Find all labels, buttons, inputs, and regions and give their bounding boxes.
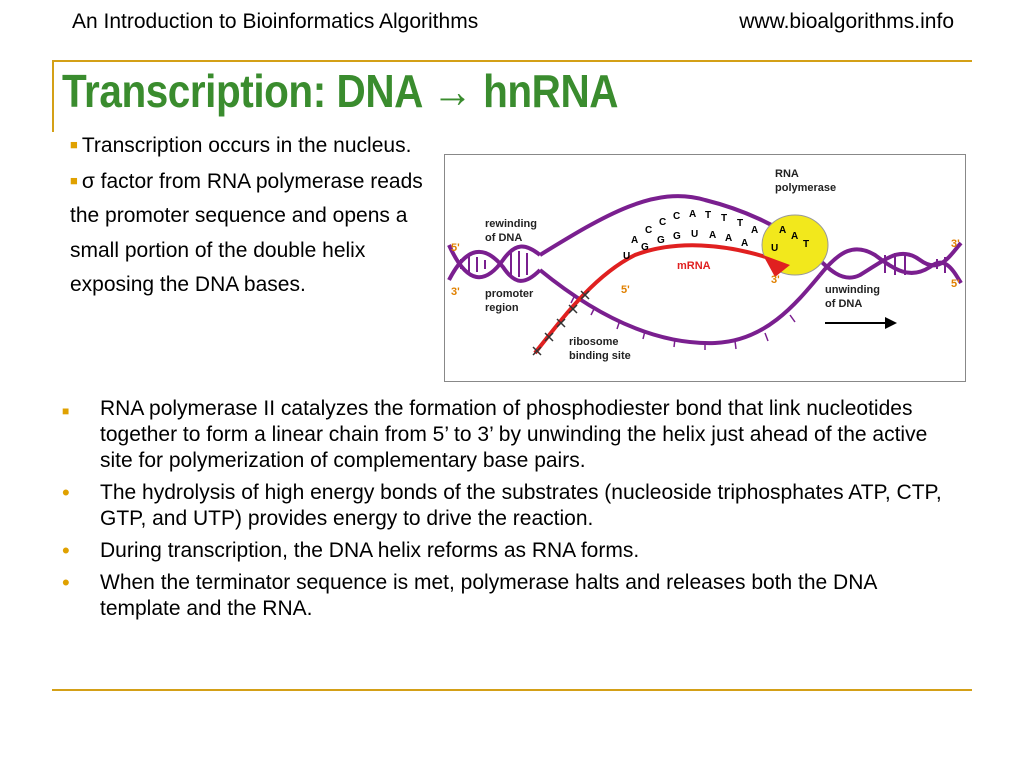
top-divider: [52, 60, 972, 62]
square-bullet-marker: ■: [62, 404, 70, 418]
base-poly-3: U: [771, 243, 778, 254]
top-bases: A C C C A T T T A: [631, 209, 758, 246]
base-mid-4: U: [691, 229, 698, 240]
rna-polymerase-blob: [761, 214, 829, 276]
label-three-prime-left: 3': [451, 286, 460, 298]
main-bullet-list: ■ RNA polymerase II catalyzes the formati…: [62, 396, 962, 628]
main-bullet-4-text: When the terminator sequence is met, pol…: [100, 571, 877, 620]
base-poly-0: A: [779, 225, 786, 236]
base-top-3: C: [673, 211, 680, 222]
label-rna-polymerase-1: RNA: [775, 168, 799, 180]
label-rewinding-1: rewinding: [485, 218, 537, 230]
main-bullet-1-text: RNA polymerase II catalyzes the formatio…: [100, 397, 928, 472]
label-ribosome-2: binding site: [569, 350, 631, 362]
right-helix-rungs: [884, 253, 946, 275]
main-bullet-2-text: The hydrolysis of high energy bonds of t…: [100, 481, 942, 530]
dot-bullet-marker: •: [62, 538, 70, 563]
dot-bullet-marker: •: [62, 570, 70, 595]
direction-arrowhead: [885, 317, 897, 329]
right-helix-strand-b: [818, 247, 963, 285]
label-ribosome-1: ribosome: [569, 336, 619, 348]
base-top-8: A: [751, 225, 758, 236]
left-helix-rungs: [460, 251, 528, 277]
base-top-7: T: [737, 218, 743, 229]
main-bullet-3: • During transcription, the DNA helix ref…: [62, 538, 962, 564]
label-unwinding-1: unwinding: [825, 284, 880, 296]
transcription-diagram: A C C C A T T T A U G G G U A A A A A T …: [444, 154, 966, 382]
main-bullet-4: • When the terminator sequence is met, po…: [62, 570, 962, 622]
left-helix: [447, 244, 542, 283]
base-top-4: A: [689, 209, 696, 220]
base-mid-6: A: [725, 233, 732, 244]
label-rna-polymerase-2: polymerase: [775, 182, 836, 194]
base-mid-1: G: [641, 242, 649, 253]
intro-bullet-1: Transcription occurs in the nucleus.: [81, 134, 412, 157]
mrna-strand: [533, 243, 776, 355]
base-mid-0: U: [623, 251, 630, 262]
label-promoter-1: promoter: [485, 288, 534, 300]
left-helix-strand-b: [447, 249, 542, 283]
transcription-diagram-svg: A C C C A T T T A U G G G U A A A A A T …: [447, 168, 963, 362]
dot-bullet-marker: •: [62, 480, 70, 505]
base-poly-1: A: [791, 231, 798, 242]
bottom-divider: [52, 689, 972, 691]
polymerase-bases: A A T U: [771, 225, 809, 254]
mid-bases: U G G G U A A A: [623, 229, 748, 262]
ribosome-binding-ticks: [532, 290, 590, 356]
base-top-2: C: [659, 217, 666, 228]
base-top-6: T: [721, 213, 727, 224]
template-dna-strand: [538, 268, 822, 346]
base-top-1: C: [645, 225, 652, 236]
label-mrna-three-prime: 3': [771, 274, 780, 286]
bullet-marker: ■: [70, 172, 78, 188]
base-poly-2: T: [803, 239, 809, 250]
label-promoter-2: region: [485, 302, 519, 314]
label-rewinding-2: of DNA: [485, 232, 522, 244]
main-bullet-3-text: During transcription, the DNA helix refo…: [100, 539, 640, 562]
label-mrna: mRNA: [677, 260, 711, 272]
label-three-prime-right: 3': [951, 238, 960, 250]
label-mrna-five-prime: 5': [621, 284, 630, 296]
label-five-prime-right: 5': [951, 278, 960, 290]
base-mid-7: A: [741, 238, 748, 249]
bullet-marker: ■: [70, 137, 78, 152]
mrna-arrowhead: [763, 255, 790, 277]
main-bullet-2: • The hydrolysis of high energy bonds of …: [62, 480, 962, 532]
slide-title: Transcription: DNA → hnRNA: [62, 65, 619, 117]
base-mid-2: G: [657, 235, 665, 246]
header-course-title: An Introduction to Bioinformatics Algori…: [72, 10, 479, 33]
intro-bullets: ■Transcription occurs in the nucleus. ■σ…: [70, 128, 430, 303]
left-helix-strand-a: [447, 244, 542, 280]
base-mid-5: A: [709, 230, 716, 241]
base-mid-3: G: [673, 231, 681, 242]
label-unwinding-2: of DNA: [825, 298, 862, 310]
header-website: www.bioalgorithms.info: [739, 10, 954, 33]
label-five-prime-left: 5': [451, 242, 460, 254]
base-top-5: T: [705, 210, 711, 221]
main-bullet-1: ■ RNA polymerase II catalyzes the formati…: [62, 396, 962, 474]
base-top-0: A: [631, 235, 638, 246]
template-strand-ticks: [570, 294, 796, 350]
title-accent-bar: [52, 60, 54, 132]
intro-bullet-2: σ factor from RNA polymerase reads the p…: [70, 169, 423, 297]
right-helix: [803, 241, 963, 285]
